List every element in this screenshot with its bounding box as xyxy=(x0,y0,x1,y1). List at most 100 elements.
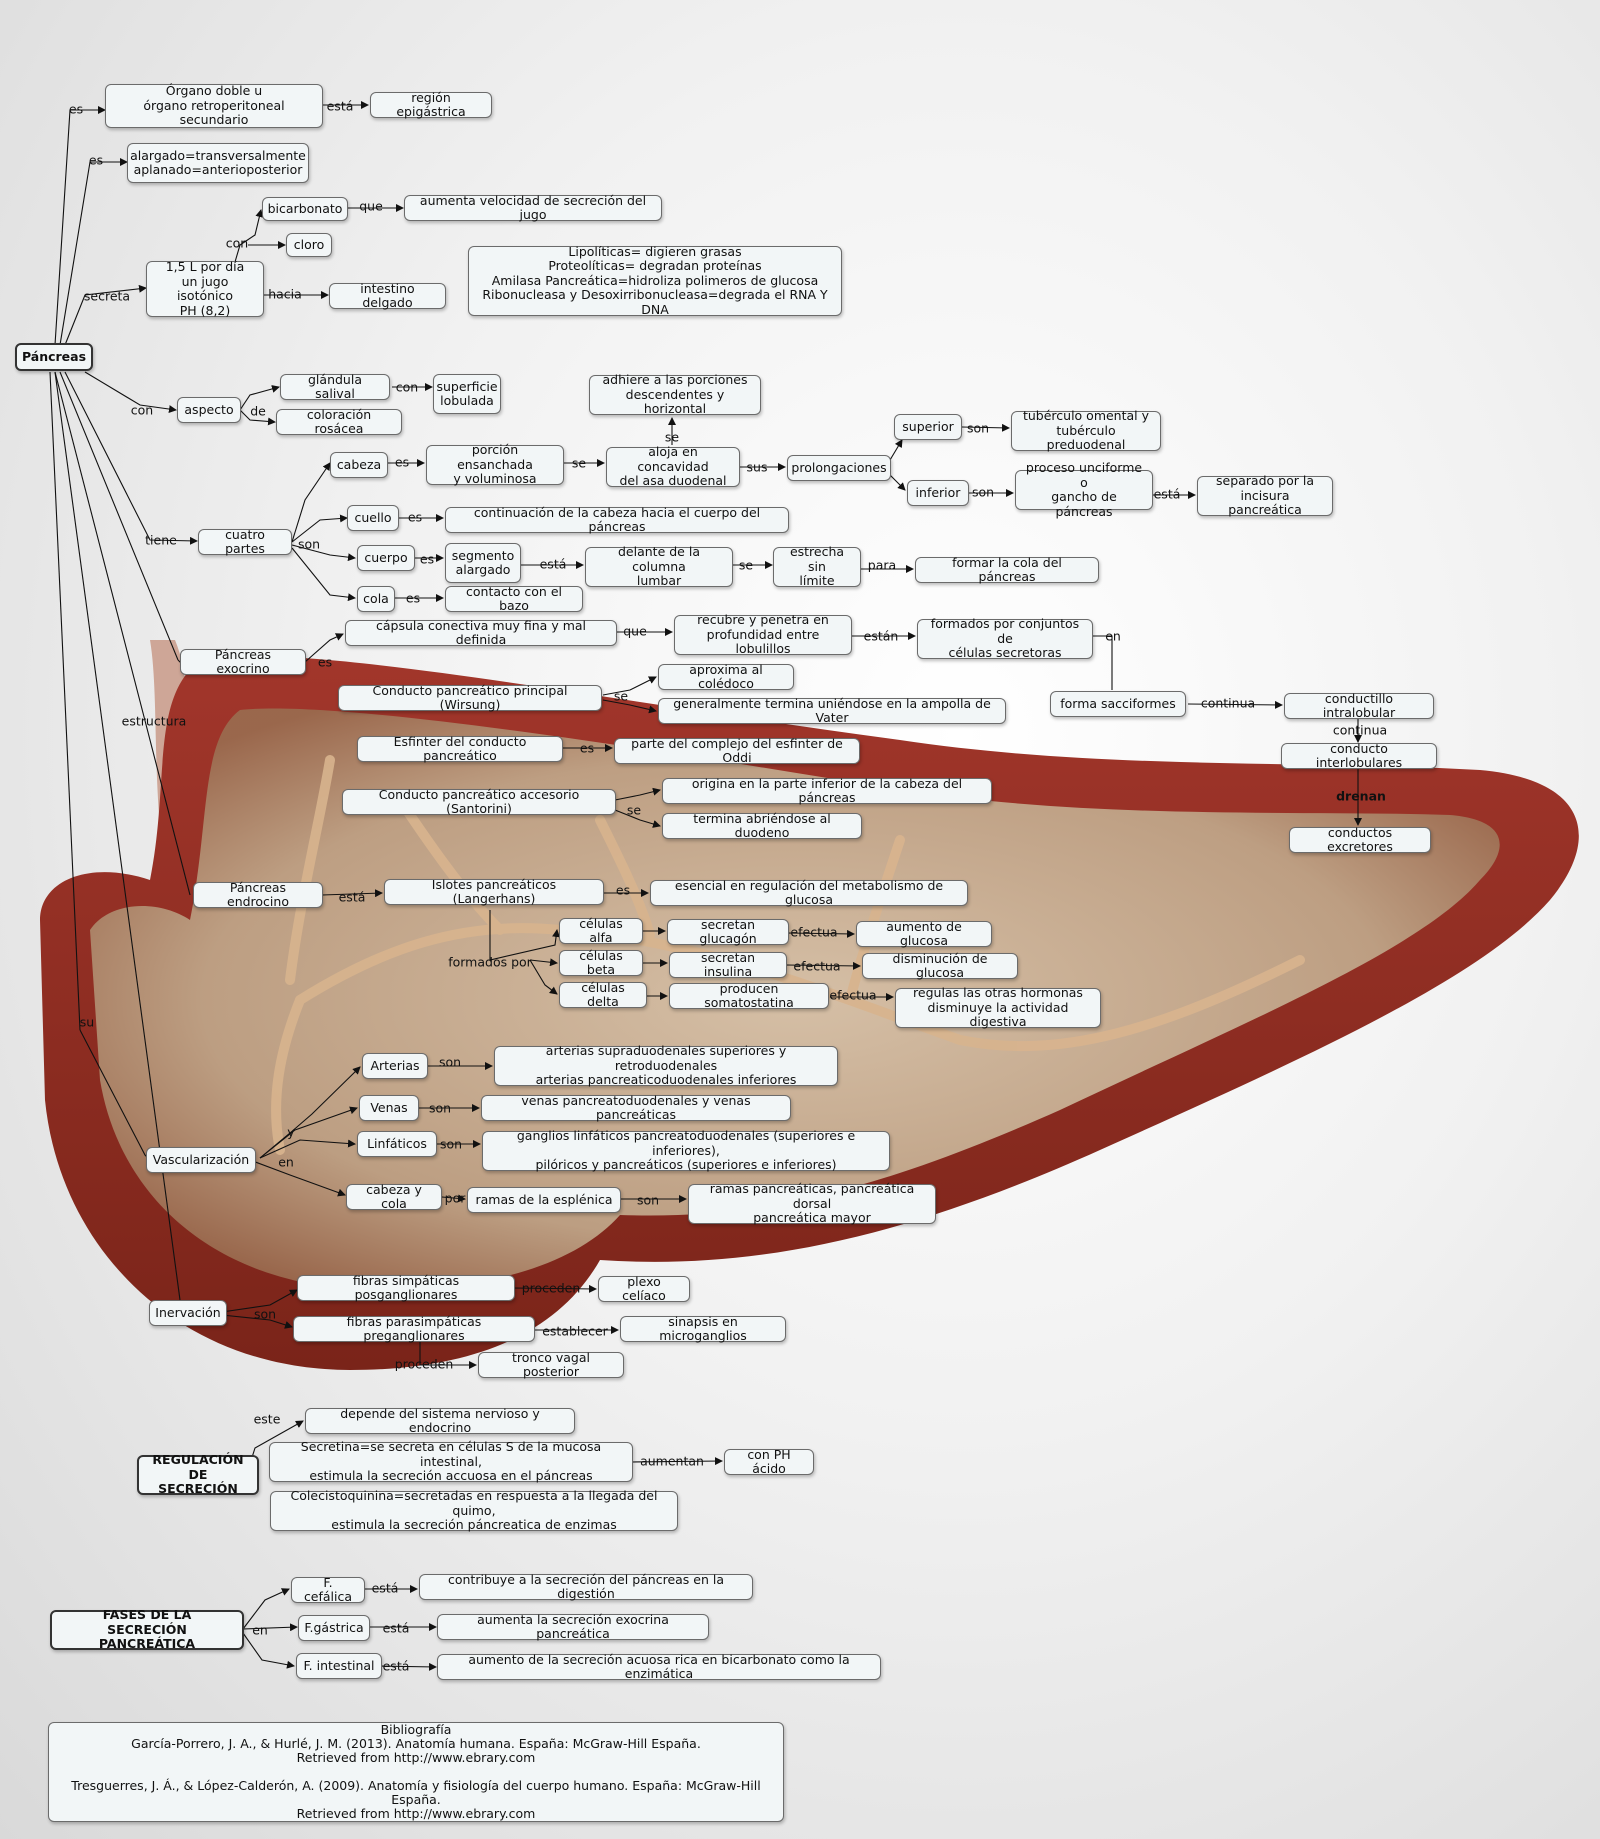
node-parasimpaticas[interactable]: fibras parasimpáticas preganglionares xyxy=(293,1314,535,1343)
node-islotes[interactable]: Islotes pancreáticos (Langerhans) xyxy=(384,877,604,906)
node-vascularizacion[interactable]: Vascularización xyxy=(146,1147,256,1173)
node-intestino[interactable]: intestino delgado xyxy=(329,281,446,310)
node-coloracion[interactable]: coloración rosácea xyxy=(276,407,402,436)
link-label: son xyxy=(636,1192,660,1208)
node-esencial[interactable]: esencial en regulación del metabolismo d… xyxy=(650,878,968,907)
node-adhiere[interactable]: adhiere a las porciones descendentes y h… xyxy=(589,373,761,416)
node-proceso[interactable]: proceso unciforme o gancho de páncreas xyxy=(1015,460,1153,518)
node-gastrica[interactable]: F.gástrica xyxy=(298,1615,370,1641)
node-alargado[interactable]: alargado=transversalmente aplanado=anter… xyxy=(127,143,309,183)
node-secretina[interactable]: Secretina=se secreta en células S de la … xyxy=(269,1440,633,1483)
node-venas[interactable]: Venas xyxy=(359,1095,419,1121)
node-fases[interactable]: FASES DE LA SECRECIÓN PANCREÁTICA xyxy=(50,1608,244,1651)
node-tronco[interactable]: tronco vagal posterior xyxy=(478,1350,624,1379)
node-cabeza-cola[interactable]: cabeza y cola xyxy=(346,1182,442,1211)
node-ramas-pancreaticas[interactable]: ramas pancreáticas, pancreática dorsal p… xyxy=(688,1182,936,1225)
node-sinapsis[interactable]: sinapsis en microganglios xyxy=(620,1314,786,1343)
link-label: proceden xyxy=(521,1280,581,1296)
node-aumento-acuosa[interactable]: aumento de la secreción acuosa rica en b… xyxy=(437,1652,881,1681)
node-aumento-glucosa[interactable]: aumento de glucosa xyxy=(856,919,992,948)
node-glucagon[interactable]: secretan glucagón xyxy=(667,917,789,946)
node-delta[interactable]: células delta xyxy=(559,980,647,1009)
link-label: estructura xyxy=(121,713,187,729)
node-esfinter[interactable]: Esfinter del conducto pancreático xyxy=(357,734,563,763)
node-linfaticos[interactable]: Linfáticos xyxy=(357,1131,437,1157)
node-aumenta-exocrina[interactable]: aumenta la secreción exocrina pancreátic… xyxy=(437,1612,709,1641)
link-label: está xyxy=(539,556,567,572)
node-formados[interactable]: formados por conjuntos de células secret… xyxy=(917,617,1093,660)
node-contribuye[interactable]: contribuye a la secreción del páncreas e… xyxy=(419,1572,753,1601)
node-excretores[interactable]: conductos excretores xyxy=(1289,825,1431,854)
node-ramas-esplenica[interactable]: ramas de la esplénica xyxy=(467,1187,621,1213)
node-colecisto[interactable]: Colecistoquinina=secretadas en respuesta… xyxy=(270,1489,678,1532)
node-aloja[interactable]: aloja en concavidad del asa duodenal xyxy=(606,445,740,488)
node-termina-duodeno[interactable]: termina abriéndose al duodeno xyxy=(662,811,862,840)
link-label: este xyxy=(253,1411,281,1427)
node-cefalica[interactable]: F. cefálica xyxy=(291,1575,365,1604)
node-enzimas[interactable]: Lipolíticas= digieren grasas Proteolític… xyxy=(468,244,842,317)
node-origina[interactable]: origina en la parte inferior de la cabez… xyxy=(662,776,992,805)
node-somatostatina[interactable]: producen somatostatina xyxy=(669,981,829,1010)
node-oddi[interactable]: parte del complejo del esfinter de Oddi xyxy=(614,736,860,765)
node-continuacion[interactable]: continuación de la cabeza hacia el cuerp… xyxy=(445,505,789,534)
node-inferior[interactable]: inferior xyxy=(907,480,969,506)
node-interlobulares[interactable]: conducto interlobulares xyxy=(1281,741,1437,770)
node-aumenta-velocidad[interactable]: aumenta velocidad de secreción del jugo xyxy=(404,193,662,222)
node-estrecha[interactable]: estrecha sin límite xyxy=(773,545,861,588)
node-cuatro-partes[interactable]: cuatro partes xyxy=(198,527,292,556)
node-glandula[interactable]: glándula salival xyxy=(280,372,390,401)
link-label: efectua xyxy=(793,958,841,974)
node-jugo[interactable]: 1,5 L por día un jugo isotónico PH (8,2) xyxy=(146,259,264,317)
node-cabeza[interactable]: cabeza xyxy=(330,452,388,478)
node-intestinal[interactable]: F. intestinal xyxy=(296,1653,382,1679)
node-venas-desc[interactable]: venas pancreatoduodenales y venas pancre… xyxy=(481,1093,791,1122)
node-formar-cola[interactable]: formar la cola del páncreas xyxy=(915,555,1099,584)
node-porcion[interactable]: porción ensanchada y voluminosa xyxy=(426,443,564,486)
link-label: es xyxy=(615,882,631,898)
node-ph-acido[interactable]: con PH ácido xyxy=(724,1447,814,1476)
node-linf-desc[interactable]: ganglios linfáticos pancreatoduodenales … xyxy=(482,1129,890,1172)
node-simpaticas[interactable]: fibras simpáticas posganglionares xyxy=(297,1273,515,1302)
node-arterias-desc[interactable]: arterias supraduodenales superiores y re… xyxy=(494,1044,838,1087)
node-exocrino[interactable]: Páncreas exocrino xyxy=(180,647,306,676)
node-recubre[interactable]: recubre y penetra en profundidad entre l… xyxy=(674,613,852,656)
node-cola[interactable]: cola xyxy=(357,586,395,612)
node-sacciformes[interactable]: forma sacciformes xyxy=(1050,691,1186,717)
node-termina-vater[interactable]: generalmente termina uniéndose en la amp… xyxy=(658,696,1006,725)
node-arterias[interactable]: Arterias xyxy=(362,1053,428,1079)
node-aspecto[interactable]: aspecto xyxy=(177,397,241,423)
link-label: se xyxy=(571,455,587,471)
node-depende[interactable]: depende del sistema nervioso y endocrino xyxy=(305,1406,575,1435)
node-separado[interactable]: separado por la incisura pancreática xyxy=(1197,474,1333,517)
node-organo[interactable]: Órgano doble u órgano retroperitoneal se… xyxy=(105,84,323,128)
node-wirsung[interactable]: Conducto pancreático principal (Wirsung) xyxy=(338,683,602,712)
node-pancreas[interactable]: Páncreas xyxy=(15,343,93,371)
node-capsula[interactable]: cápsula conectiva muy fina y mal definid… xyxy=(345,618,617,647)
node-inervacion[interactable]: Inervación xyxy=(149,1300,227,1326)
link-label: están xyxy=(863,628,899,644)
node-plexo[interactable]: plexo celíaco xyxy=(598,1274,690,1303)
node-santorini[interactable]: Conducto pancreático accesorio (Santorin… xyxy=(342,787,616,816)
node-intralobular[interactable]: conductillo intralobular xyxy=(1284,691,1434,720)
node-superficie[interactable]: superficie lobulada xyxy=(433,374,501,414)
node-alfa[interactable]: células alfa xyxy=(559,916,643,945)
node-prolongaciones[interactable]: prolongaciones xyxy=(787,455,891,481)
node-disminucion[interactable]: disminución de glucosa xyxy=(862,951,1018,980)
node-regulas[interactable]: regulas las otras hormonas disminuye la … xyxy=(895,986,1101,1029)
node-regulacion[interactable]: REGULACIÓN DE SECRECIÓN xyxy=(137,1453,259,1496)
node-cuerpo[interactable]: cuerpo xyxy=(357,545,415,571)
node-beta[interactable]: células beta xyxy=(559,948,643,977)
node-delante[interactable]: delante de la columna lumbar xyxy=(585,545,733,588)
node-insulina[interactable]: secretan insulina xyxy=(669,950,787,979)
node-aproxima[interactable]: aproxima al colédoco xyxy=(658,662,794,691)
node-cloro[interactable]: cloro xyxy=(286,233,332,257)
node-contacto[interactable]: contacto con el bazo xyxy=(445,584,583,613)
node-segmento[interactable]: segmento alargado xyxy=(445,543,521,583)
node-superior[interactable]: superior xyxy=(894,414,962,440)
node-region[interactable]: región epigástrica xyxy=(370,90,492,119)
node-tuberculo[interactable]: tubérculo omental y tubérculo preduodena… xyxy=(1011,409,1161,452)
node-bicarbonato[interactable]: bicarbonato xyxy=(262,197,348,221)
node-cuello[interactable]: cuello xyxy=(347,505,399,531)
node-endocrino[interactable]: Páncreas endrocino xyxy=(193,880,323,909)
